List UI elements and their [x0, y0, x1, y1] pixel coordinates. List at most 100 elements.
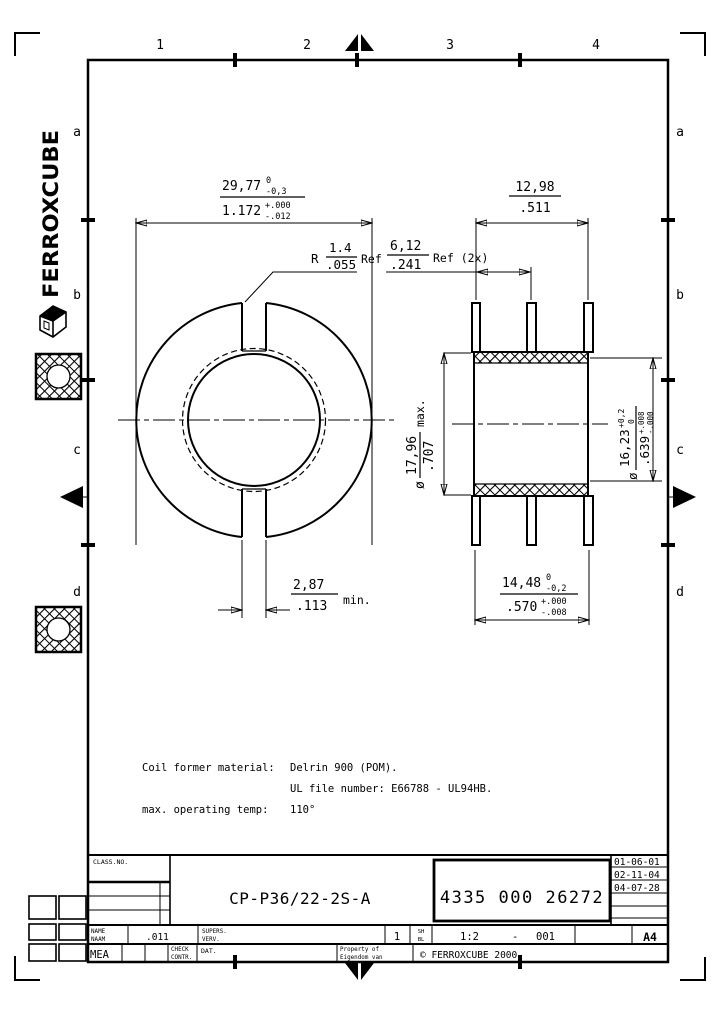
- corner-mark-bottom-left: [14, 956, 40, 981]
- material-value: Delrin 900 (POM).: [290, 762, 397, 774]
- cube-icon: [39, 305, 67, 338]
- format-label: A4: [643, 930, 657, 944]
- drawing-border: [86, 58, 670, 964]
- class-label: CLASS.NO.: [93, 858, 128, 866]
- column-label: 1: [156, 38, 164, 53]
- dim-slot-text: 2,87 .113 min.: [291, 578, 371, 614]
- dim-suffix: max.: [413, 399, 427, 427]
- triangle-mark: [60, 486, 83, 508]
- dim-od-text: 29,77 0 -0,3 1.172 +.000 -.012: [220, 176, 305, 222]
- registration-circle: [46, 364, 71, 389]
- supers-label: SUPERS.: [202, 929, 227, 935]
- sh-label: SH: [418, 929, 425, 935]
- dim-inch: .639: [637, 436, 652, 466]
- dim-prefix: ø: [625, 472, 640, 480]
- triangle-mark: [361, 963, 374, 980]
- name-label-nl: NAAM: [91, 937, 106, 943]
- dim-prefix: ø: [413, 481, 428, 489]
- center-mark-bottom: [345, 963, 374, 980]
- column-label: 3: [446, 38, 454, 53]
- ul-file-value: UL file number: E66788 - UL94HB.: [290, 783, 492, 795]
- dim-inch-sub: -.012: [265, 212, 291, 222]
- dim-bore-text: ø 16,23 +0,2 0 .639 +.008 -.000: [617, 406, 655, 480]
- dim-body-text: 14,48 0 -0,2 .570 +.000 -.008: [500, 573, 578, 618]
- dim-mm-sub: -0,2: [546, 584, 566, 594]
- center-mark-top: [345, 34, 374, 51]
- verv-label: VERV.: [202, 937, 220, 943]
- dim-mm-sup: +0,2: [617, 409, 626, 428]
- margin-registration-marks: [28, 352, 87, 962]
- pin-tab: [471, 495, 481, 546]
- page-frame: 1 2 3 4 a b c d a b c d: [14, 32, 706, 981]
- dim-pitch-text: 6,12 .241 Ref (2x): [387, 239, 488, 273]
- part-number-box: [432, 858, 612, 923]
- flange-hatch-bottom: [475, 484, 587, 495]
- center-mark-left: [60, 486, 88, 508]
- row-label: a: [73, 125, 81, 140]
- check-label: CHECK: [171, 947, 189, 953]
- row-label: d: [73, 585, 81, 600]
- dim-mm-sup: 0: [546, 573, 551, 583]
- dim-mm: 1.4: [329, 240, 352, 255]
- margin-box: [28, 895, 57, 920]
- dim-inch-sup: +.000: [541, 597, 567, 607]
- corner-mark-top-left: [14, 32, 40, 56]
- sheet-number: 001: [536, 931, 555, 943]
- dim-inch-sub: -.000: [646, 411, 655, 434]
- hatched-square-border: [34, 352, 83, 401]
- name-label-en: NAME: [91, 929, 106, 935]
- margin-grid: [28, 895, 87, 962]
- dim-radius-text: R 1.4 .055 Ref: [311, 240, 382, 272]
- revision-date: 01-06-01: [614, 857, 660, 868]
- dim-mm: 14,48: [502, 576, 541, 591]
- row-label: d: [676, 585, 684, 600]
- dim-inch: .113: [296, 599, 327, 614]
- dim-mm-sub: -0,3: [266, 187, 286, 197]
- dim-inch: 1.172: [222, 204, 261, 219]
- margin-box: [58, 943, 87, 962]
- margin-box: [58, 923, 87, 941]
- dim-hub-text: ø 17,96 .707 max.: [405, 399, 437, 489]
- margin-box: [28, 943, 57, 962]
- front-view-dimensions: 29,77 0 -0,3 1.172 +.000 -.012 R 1.4 .05…: [136, 176, 382, 618]
- revision-date: 04-07-28: [614, 883, 660, 894]
- dim-prefix: R: [311, 251, 319, 266]
- dim-suffix: Ref (2x): [433, 251, 488, 265]
- dim-mm-sup: 0: [266, 176, 271, 186]
- temp-value: 110°: [290, 804, 315, 816]
- property-label-en: Property of: [340, 947, 379, 953]
- hatched-square-border: [34, 605, 83, 654]
- scale-dash: -: [512, 931, 518, 943]
- material-label: Coil former material:: [142, 762, 275, 774]
- pin-tab: [526, 302, 537, 353]
- notes: Coil former material: Delrin 900 (POM). …: [142, 762, 492, 816]
- dim-inch-sup: +.008: [637, 411, 646, 434]
- cube-hole: [43, 320, 50, 331]
- bl-label: BL: [418, 937, 425, 943]
- dim-span-text: 12,98 .511: [509, 180, 561, 216]
- cube-edge: [39, 315, 54, 322]
- dim-suffix: min.: [343, 593, 371, 607]
- section-view: [452, 302, 608, 546]
- margin-box: [28, 923, 57, 941]
- column-label: 4: [592, 38, 600, 53]
- dim-inch: .570: [506, 600, 537, 615]
- triangle-mark: [673, 486, 696, 508]
- dim-mm: 29,77: [222, 179, 261, 194]
- dim-mm: 16,23: [617, 429, 632, 467]
- logo-text: FERROXCUBE: [39, 130, 63, 298]
- triangle-mark: [345, 34, 358, 51]
- contr-label: CONTR.: [171, 955, 192, 961]
- cube-outline: [39, 305, 67, 338]
- dim-inch: .241: [390, 258, 421, 273]
- part-number: 4335 000 26272: [440, 888, 604, 908]
- cube-edge: [52, 311, 67, 322]
- pin-tab: [526, 495, 537, 546]
- center-mark-right: [668, 486, 696, 508]
- temp-label: max. operating temp:: [142, 804, 268, 816]
- section-view-dimensions: 12,98 .511 6,12 .241 Ref (2x) ø 17,96 .7…: [386, 180, 662, 625]
- pin-tab: [471, 302, 481, 353]
- row-label: c: [676, 443, 684, 458]
